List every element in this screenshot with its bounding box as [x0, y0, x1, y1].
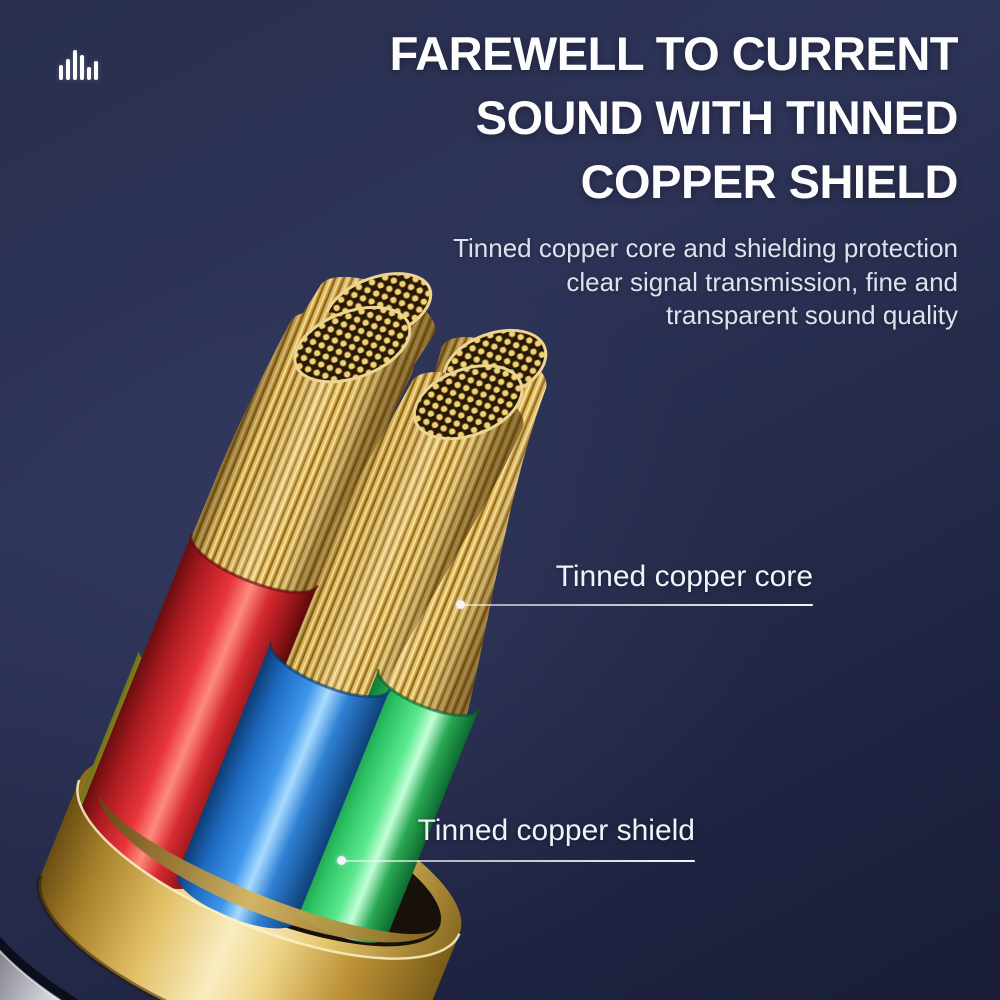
wire-sleeve-red-lip [189, 533, 320, 594]
equalizer-bar [94, 61, 98, 80]
title-line: COPPER SHIELD [580, 155, 959, 208]
connector-collar-silver [0, 882, 447, 1000]
title-line: SOUND WITH TINNED [475, 91, 959, 144]
shield-ring-front [38, 780, 460, 1000]
equalizer-bar [59, 65, 63, 80]
wire-sleeve-blue-lip [269, 641, 392, 699]
wire-sleeve-green-lip [376, 668, 481, 718]
equalizer-icon [59, 48, 98, 80]
copper-strand-bundle-red [184, 305, 414, 616]
strand-cut-face [412, 364, 524, 441]
cable-group [0, 272, 548, 1000]
subtitle-line: transparent sound quality [666, 300, 958, 330]
callout-core-label: Tinned copper core [555, 560, 813, 593]
shield-ring-front-highlight [76, 779, 461, 960]
callout-core-dot [456, 600, 465, 609]
subtitle: Tinned copper core and shielding protect… [453, 232, 958, 333]
equalizer-bar [87, 67, 91, 80]
equalizer-bar [80, 55, 84, 80]
shield-ring-front-shadow [36, 874, 424, 1000]
equalizer-bar [73, 50, 77, 80]
title-line: FAREWELL TO CURRENT [389, 27, 959, 80]
callout-core-line [461, 604, 813, 606]
copper-strand-bundle-blue [270, 364, 524, 710]
equalizer-bar [66, 59, 70, 80]
wire-sleeve-blue [176, 641, 390, 929]
subtitle-line: Tinned copper core and shielding protect… [453, 233, 958, 263]
callout-shield-dot [337, 856, 346, 865]
wire-sleeve-green [286, 669, 479, 943]
callout-shield-line [342, 860, 695, 862]
callout-shield-label: Tinned copper shield [417, 814, 695, 847]
page-title: FAREWELL TO CURRENT SOUND WITH TINNED CO… [389, 22, 959, 214]
subtitle-line: clear signal transmission, fine and [566, 266, 958, 297]
strand-cut-face [293, 305, 412, 384]
wire-sleeve-red [71, 534, 318, 889]
shield-ring-inner-wall [98, 791, 438, 943]
